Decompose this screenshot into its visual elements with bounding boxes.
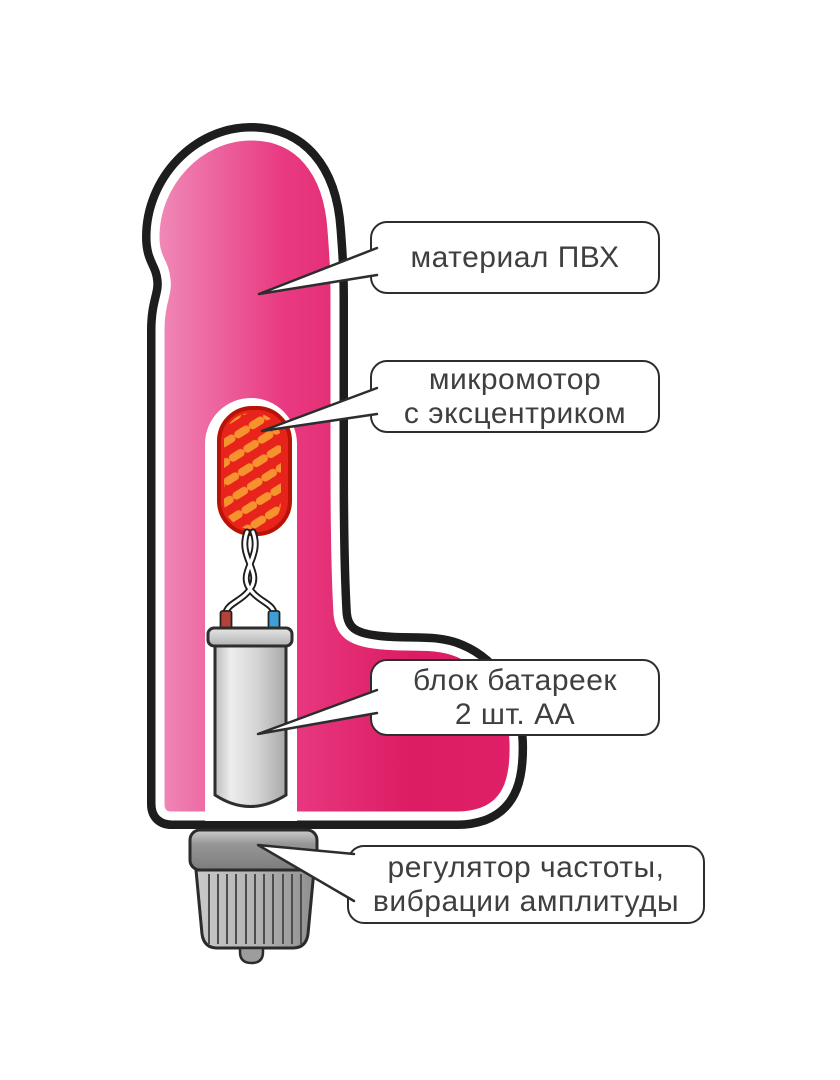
callout-material-text: материал ПВХ <box>410 240 620 274</box>
micromotor-stripes <box>224 413 281 529</box>
battery-cap <box>206 626 294 648</box>
callout-battery-text-line1: блок батареек <box>412 663 618 697</box>
callout-motor-text-line1: микромотор <box>428 362 602 396</box>
callout-motor-text-line2: с эксцентриком <box>403 396 627 430</box>
callout-battery-text-line2: 2 шт. АА <box>454 697 576 731</box>
callout-regulator-text-line1: регулятор частоты, <box>387 850 665 884</box>
wires <box>222 528 278 617</box>
callout-motor: микромотор с эксцентриком <box>370 360 660 433</box>
callout-regulator-text-line2: вибрации амплитуды <box>372 884 680 918</box>
micromotor <box>217 406 292 536</box>
base-regulator <box>188 828 319 965</box>
base-collar <box>188 828 319 872</box>
callout-battery: блок батареек 2 шт. АА <box>370 659 660 736</box>
callout-regulator: регулятор частоты, вибрации амплитуды <box>347 845 705 924</box>
callout-material: материал ПВХ <box>370 221 660 294</box>
battery-cylinder <box>213 643 288 808</box>
battery-pack <box>206 626 294 808</box>
base-nub <box>238 946 265 965</box>
